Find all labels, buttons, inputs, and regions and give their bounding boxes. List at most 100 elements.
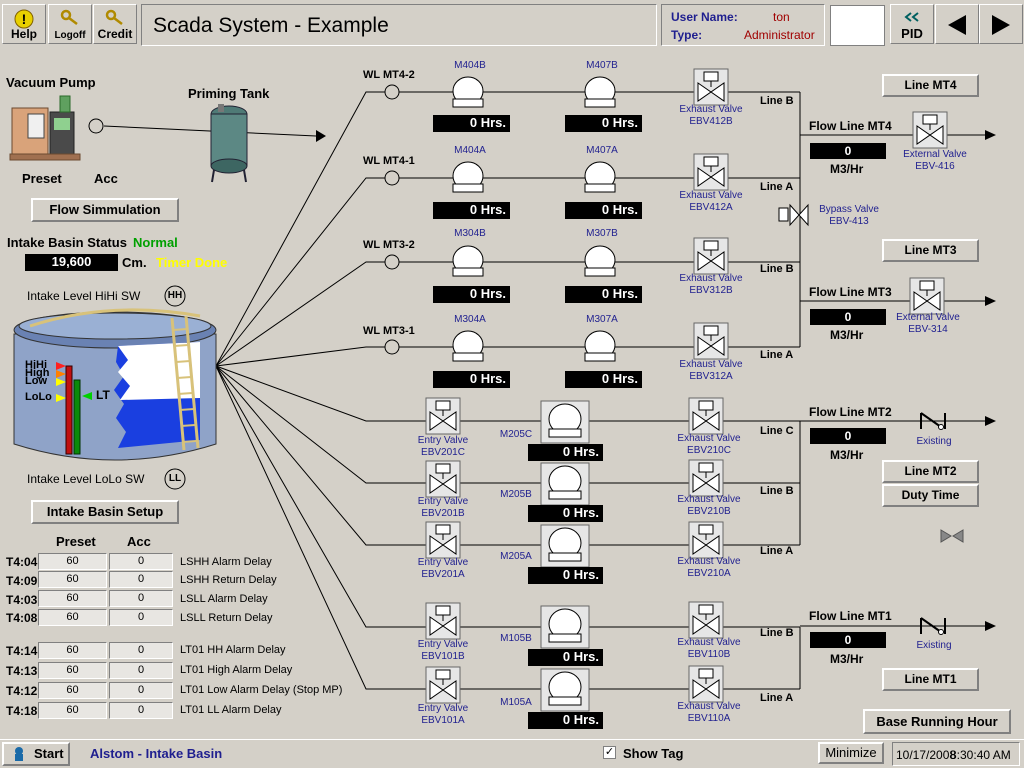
wl-indicator: [384, 170, 400, 186]
timer-preset[interactable]: 60: [38, 702, 107, 719]
line-mt3-button[interactable]: Line MT3: [882, 239, 979, 262]
flow-unit: M3/Hr: [830, 652, 864, 666]
timer-code: T4:09: [6, 574, 38, 588]
pump-m205b[interactable]: [540, 462, 590, 506]
entry-valve-ebv101b[interactable]: [425, 602, 461, 640]
pump-tag: M404B: [454, 60, 486, 71]
run-hours-display: 0 Hrs.: [528, 567, 603, 584]
blank-panel: [830, 5, 885, 46]
pump-m105a[interactable]: [540, 668, 590, 712]
pump-m205c[interactable]: [540, 400, 590, 444]
timer-preset[interactable]: 60: [38, 590, 107, 607]
timer-preset[interactable]: 60: [38, 571, 107, 588]
exhaust-valve-ebv312a[interactable]: [693, 322, 729, 360]
base-running-hour-button[interactable]: Base Running Hour: [863, 709, 1011, 734]
valve-type-label: Exhaust Valve: [677, 701, 741, 712]
pump-tag: M307A: [586, 314, 618, 325]
minimize-button[interactable]: Minimize: [818, 742, 884, 764]
intake-basin-setup-button[interactable]: Intake Basin Setup: [31, 500, 179, 524]
pump-tag: M205C: [499, 429, 533, 440]
timer-preset[interactable]: 60: [38, 642, 107, 659]
wl-label: WL MT3-2: [363, 239, 415, 251]
priming-tank-icon: [210, 104, 248, 183]
pid-label: PID: [901, 26, 923, 41]
exhaust-valve-ebv210c[interactable]: [688, 397, 724, 435]
valve-type-label: External Valve: [896, 312, 960, 323]
run-hours-display: 0 Hrs.: [433, 286, 510, 303]
entry-valve-ebv201a[interactable]: [425, 521, 461, 559]
timer-code: T4:13: [6, 664, 38, 678]
exhaust-valve-ebv312b[interactable]: [693, 237, 729, 275]
flow-mt3-value: 0: [844, 310, 852, 324]
entry-valve-ebv201b[interactable]: [425, 460, 461, 498]
external-valve-ebv314[interactable]: [909, 277, 945, 315]
exhaust-valve-ebv110a[interactable]: [688, 665, 724, 703]
timer-acc: 0: [109, 642, 173, 659]
line-mt1-button[interactable]: Line MT1: [882, 668, 979, 691]
timer-desc: LT01 LL Alarm Delay: [180, 704, 282, 716]
pump-tag: M205A: [500, 551, 532, 562]
valve-tag: EBV210C: [687, 445, 731, 456]
pump-m105b[interactable]: [540, 605, 590, 649]
timer-preset[interactable]: 60: [38, 553, 107, 570]
valve-type-label: Exhaust Valve: [679, 273, 743, 284]
pump-tag: M304A: [454, 314, 486, 325]
credit-button[interactable]: Credit: [93, 4, 137, 44]
wl-indicator: [384, 84, 400, 100]
help-button[interactable]: ! Help: [2, 4, 46, 44]
pump-m304b[interactable]: [452, 245, 484, 277]
external-valve-ebv416[interactable]: [912, 111, 948, 149]
flow-mt4-value: 0: [844, 144, 852, 158]
pump-m304a[interactable]: [452, 330, 484, 362]
timer-desc: LSLL Alarm Delay: [180, 593, 268, 605]
prev-button[interactable]: [935, 4, 979, 44]
flow-simulation-button[interactable]: Flow Simmulation: [31, 198, 179, 222]
lolo-switch-label: Intake Level LoLo SW: [27, 472, 145, 486]
timer-preset[interactable]: 60: [38, 609, 107, 626]
timer-acc: 0: [109, 590, 173, 607]
line-mt4-button[interactable]: Line MT4: [882, 74, 979, 97]
pump-m407b[interactable]: [584, 76, 616, 108]
entry-valve-ebv101a[interactable]: [425, 666, 461, 704]
pump-m407a[interactable]: [584, 161, 616, 193]
valve-tag: EBV201B: [421, 508, 465, 519]
timer-code: T4:18: [6, 704, 38, 718]
next-button[interactable]: [979, 4, 1023, 44]
timer-acc: 0: [109, 682, 173, 699]
valve-tag: EBV210B: [687, 506, 731, 517]
entry-valve-ebv201c[interactable]: [425, 397, 461, 435]
bypass-valve-ebv413[interactable]: [778, 203, 809, 227]
timer-code: T4:04: [6, 555, 38, 569]
line-mt2-button[interactable]: Line MT2: [882, 460, 979, 483]
help-label: Help: [10, 27, 37, 41]
show-tag-checkbox[interactable]: ✓: [603, 746, 616, 759]
pump-m404a[interactable]: [452, 161, 484, 193]
exhaust-valve-ebv412b[interactable]: [693, 68, 729, 106]
user-name-value: ton: [773, 10, 790, 24]
valve-type-label: Entry Valve: [417, 703, 469, 714]
pump-m307b[interactable]: [584, 245, 616, 277]
exhaust-valve-ebv210a[interactable]: [688, 521, 724, 559]
timer-desc: LT01 HH Alarm Delay: [180, 644, 286, 656]
valve-type-label: External Valve: [903, 149, 967, 160]
exhaust-valve-ebv110b[interactable]: [688, 601, 724, 639]
pump-m205a[interactable]: [540, 524, 590, 568]
timer-preset[interactable]: 60: [38, 662, 107, 679]
pump-m307a[interactable]: [584, 330, 616, 362]
pump-tag: M407B: [586, 60, 618, 71]
pid-button[interactable]: PID: [890, 4, 934, 44]
arrow-left-icon: [946, 14, 968, 39]
pump-m404b[interactable]: [452, 76, 484, 108]
valve-tag: EBV101A: [421, 715, 465, 726]
logoff-button[interactable]: Logoff: [48, 4, 92, 44]
duty-time-button[interactable]: Duty Time: [882, 484, 979, 507]
timer-preset[interactable]: 60: [38, 682, 107, 699]
start-button[interactable]: Start: [2, 742, 70, 766]
ll-label: LL: [168, 473, 182, 484]
exhaust-valve-ebv210b[interactable]: [688, 459, 724, 497]
valve-tag: EBV201A: [421, 569, 465, 580]
ll-indicator: [164, 468, 186, 490]
line-label: Line A: [760, 545, 794, 557]
exhaust-valve-ebv412a[interactable]: [693, 153, 729, 191]
valve-tag: EBV412B: [689, 116, 733, 127]
